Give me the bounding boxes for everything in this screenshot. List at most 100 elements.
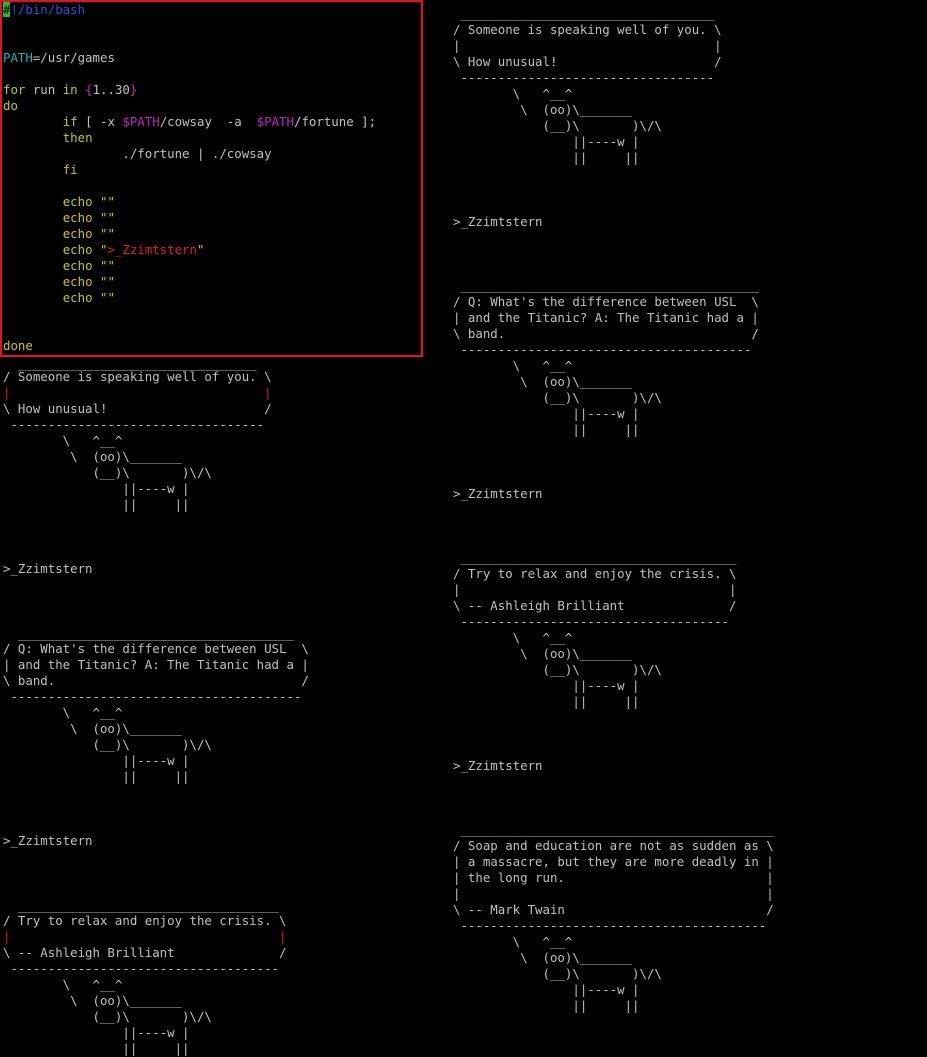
code-line: fi <box>3 162 78 178</box>
output-line: (__)\ )\/\ <box>3 737 212 752</box>
output-line: | a massacre, but they are more deadly i… <box>453 854 774 869</box>
output-line: | the long run. | <box>453 870 774 885</box>
output-line: \ ^__^ <box>453 630 573 645</box>
output-line: _____________________________________ <box>3 626 294 641</box>
output-line: | | <box>3 385 272 400</box>
code-line: echo "" <box>3 210 115 226</box>
output-line: \ ^__^ <box>453 358 573 373</box>
output-line: ||----w | <box>453 134 640 149</box>
code-line: echo "" <box>3 290 115 306</box>
output-line: ________________________________________… <box>453 822 774 837</box>
code-line: #!/bin/bash <box>3 2 85 18</box>
code-line: for run in {1..30} <box>3 82 137 98</box>
left-output-column: ________________________________/ Someon… <box>3 0 423 1056</box>
output-line: ----------------------------------------… <box>453 918 767 933</box>
code-token <box>3 290 63 305</box>
code-line: do <box>3 98 18 114</box>
output-line: ||----w | <box>3 753 190 768</box>
output-line: --------------------------------------- <box>453 342 752 357</box>
output-line: \ How unusual! / <box>453 54 722 69</box>
output-line: \ (oo)\_______ <box>453 374 633 389</box>
prompt-label: >_Zzimtstern <box>453 758 543 773</box>
output-line: / Q: What's the difference between USL \ <box>3 641 309 656</box>
output-line: \ (oo)\_______ <box>453 102 633 117</box>
output-line: ||----w | <box>3 481 190 496</box>
output-line: ------------------------------------ <box>453 614 730 629</box>
code-token <box>3 194 63 209</box>
code-line: if [ -x $PATH/cowsay -a $PATH/fortune ]; <box>3 114 376 130</box>
code-token: /cowsay -a <box>159 114 257 129</box>
code-token: echo "" <box>62 210 115 225</box>
code-line: PATH=/usr/games <box>3 50 115 66</box>
code-token <box>3 210 63 225</box>
output-line: \ ^__^ <box>3 977 123 992</box>
code-token: do <box>3 98 18 113</box>
prompt-label: >_Zzimtstern <box>3 561 93 576</box>
code-token: echo "" <box>62 258 115 273</box>
code-token: } <box>129 82 138 97</box>
code-token: !/bin/bash <box>10 2 86 17</box>
output-line: (__)\ )\/\ <box>3 1009 212 1024</box>
code-token <box>3 258 63 273</box>
code-token <box>3 114 63 129</box>
output-line: | and the Titanic? A: The Titanic had a … <box>3 657 309 672</box>
code-token <box>3 274 63 289</box>
output-line: || || <box>453 150 640 165</box>
output-line: (__)\ )\/\ <box>453 390 662 405</box>
code-token <box>3 242 63 257</box>
output-line: (__)\ )\/\ <box>453 662 662 677</box>
output-line: \ ^__^ <box>3 433 123 448</box>
code-token: PATH <box>3 50 33 65</box>
prompt-label: >_Zzimtstern <box>453 486 543 501</box>
right-output-column: __________________________________/ Some… <box>453 0 923 1047</box>
code-token: if <box>62 114 78 129</box>
output-line: / Try to relax and enjoy the crisis. \ <box>453 566 737 581</box>
output-line: / Someone is speaking well of you. \ <box>3 369 272 384</box>
code-token: for <box>3 82 26 97</box>
code-line: echo "" <box>3 226 115 242</box>
output-line: ------------------------------------ <box>3 961 280 976</box>
code-token <box>3 162 63 177</box>
output-line: \ (oo)\_______ <box>3 993 183 1008</box>
output-line: \ ^__^ <box>453 86 573 101</box>
output-line: ________________________________ <box>3 356 257 371</box>
output-line: \ -- Ashleigh Brilliant / <box>3 945 287 960</box>
output-line: ---------------------------------- <box>3 417 265 432</box>
output-line: || || <box>453 694 640 709</box>
output-line: (__)\ )\/\ <box>453 966 662 981</box>
output-line: _____________________________________ <box>453 550 737 565</box>
code-token: =/usr/games <box>32 50 115 65</box>
code-token: 1..30 <box>92 82 130 97</box>
code-token: echo "" <box>62 194 115 209</box>
code-token: echo " <box>62 242 108 257</box>
output-line: \ band. / <box>453 326 759 341</box>
prompt-label: >_Zzimtstern <box>453 214 543 229</box>
output-line: | | <box>453 886 774 901</box>
output-line: __________________________________ <box>453 6 715 21</box>
output-line: \ How unusual! / <box>3 401 272 416</box>
code-line: then <box>3 130 93 146</box>
code-token <box>78 82 85 97</box>
code-line: echo ">_Zzimtstern" <box>3 242 205 258</box>
output-line: || || <box>3 769 190 784</box>
prompt-label: >_Zzimtstern <box>3 833 93 848</box>
code-token: $PATH <box>122 114 160 129</box>
code-line: echo "" <box>3 274 115 290</box>
output-line: / Q: What's the difference between USL \ <box>453 294 759 309</box>
code-token: echo "" <box>62 274 115 289</box>
output-line: / Soap and education are not as sudden a… <box>453 838 774 853</box>
output-line: ---------------------------------- <box>453 70 715 85</box>
output-line: \ (oo)\_______ <box>3 721 183 736</box>
output-line: | | <box>453 38 722 53</box>
code-token: [ -x <box>77 114 123 129</box>
output-line: || || <box>453 422 640 437</box>
code-token: run <box>25 82 63 97</box>
output-line: \ (oo)\_______ <box>453 950 633 965</box>
output-line: \ -- Ashleigh Brilliant / <box>453 598 737 613</box>
output-line: ||----w | <box>3 1025 190 1040</box>
code-line: ./fortune | ./cowsay <box>3 146 271 162</box>
code-token: $PATH <box>256 114 294 129</box>
code-token: /fortune ]; <box>293 114 377 129</box>
